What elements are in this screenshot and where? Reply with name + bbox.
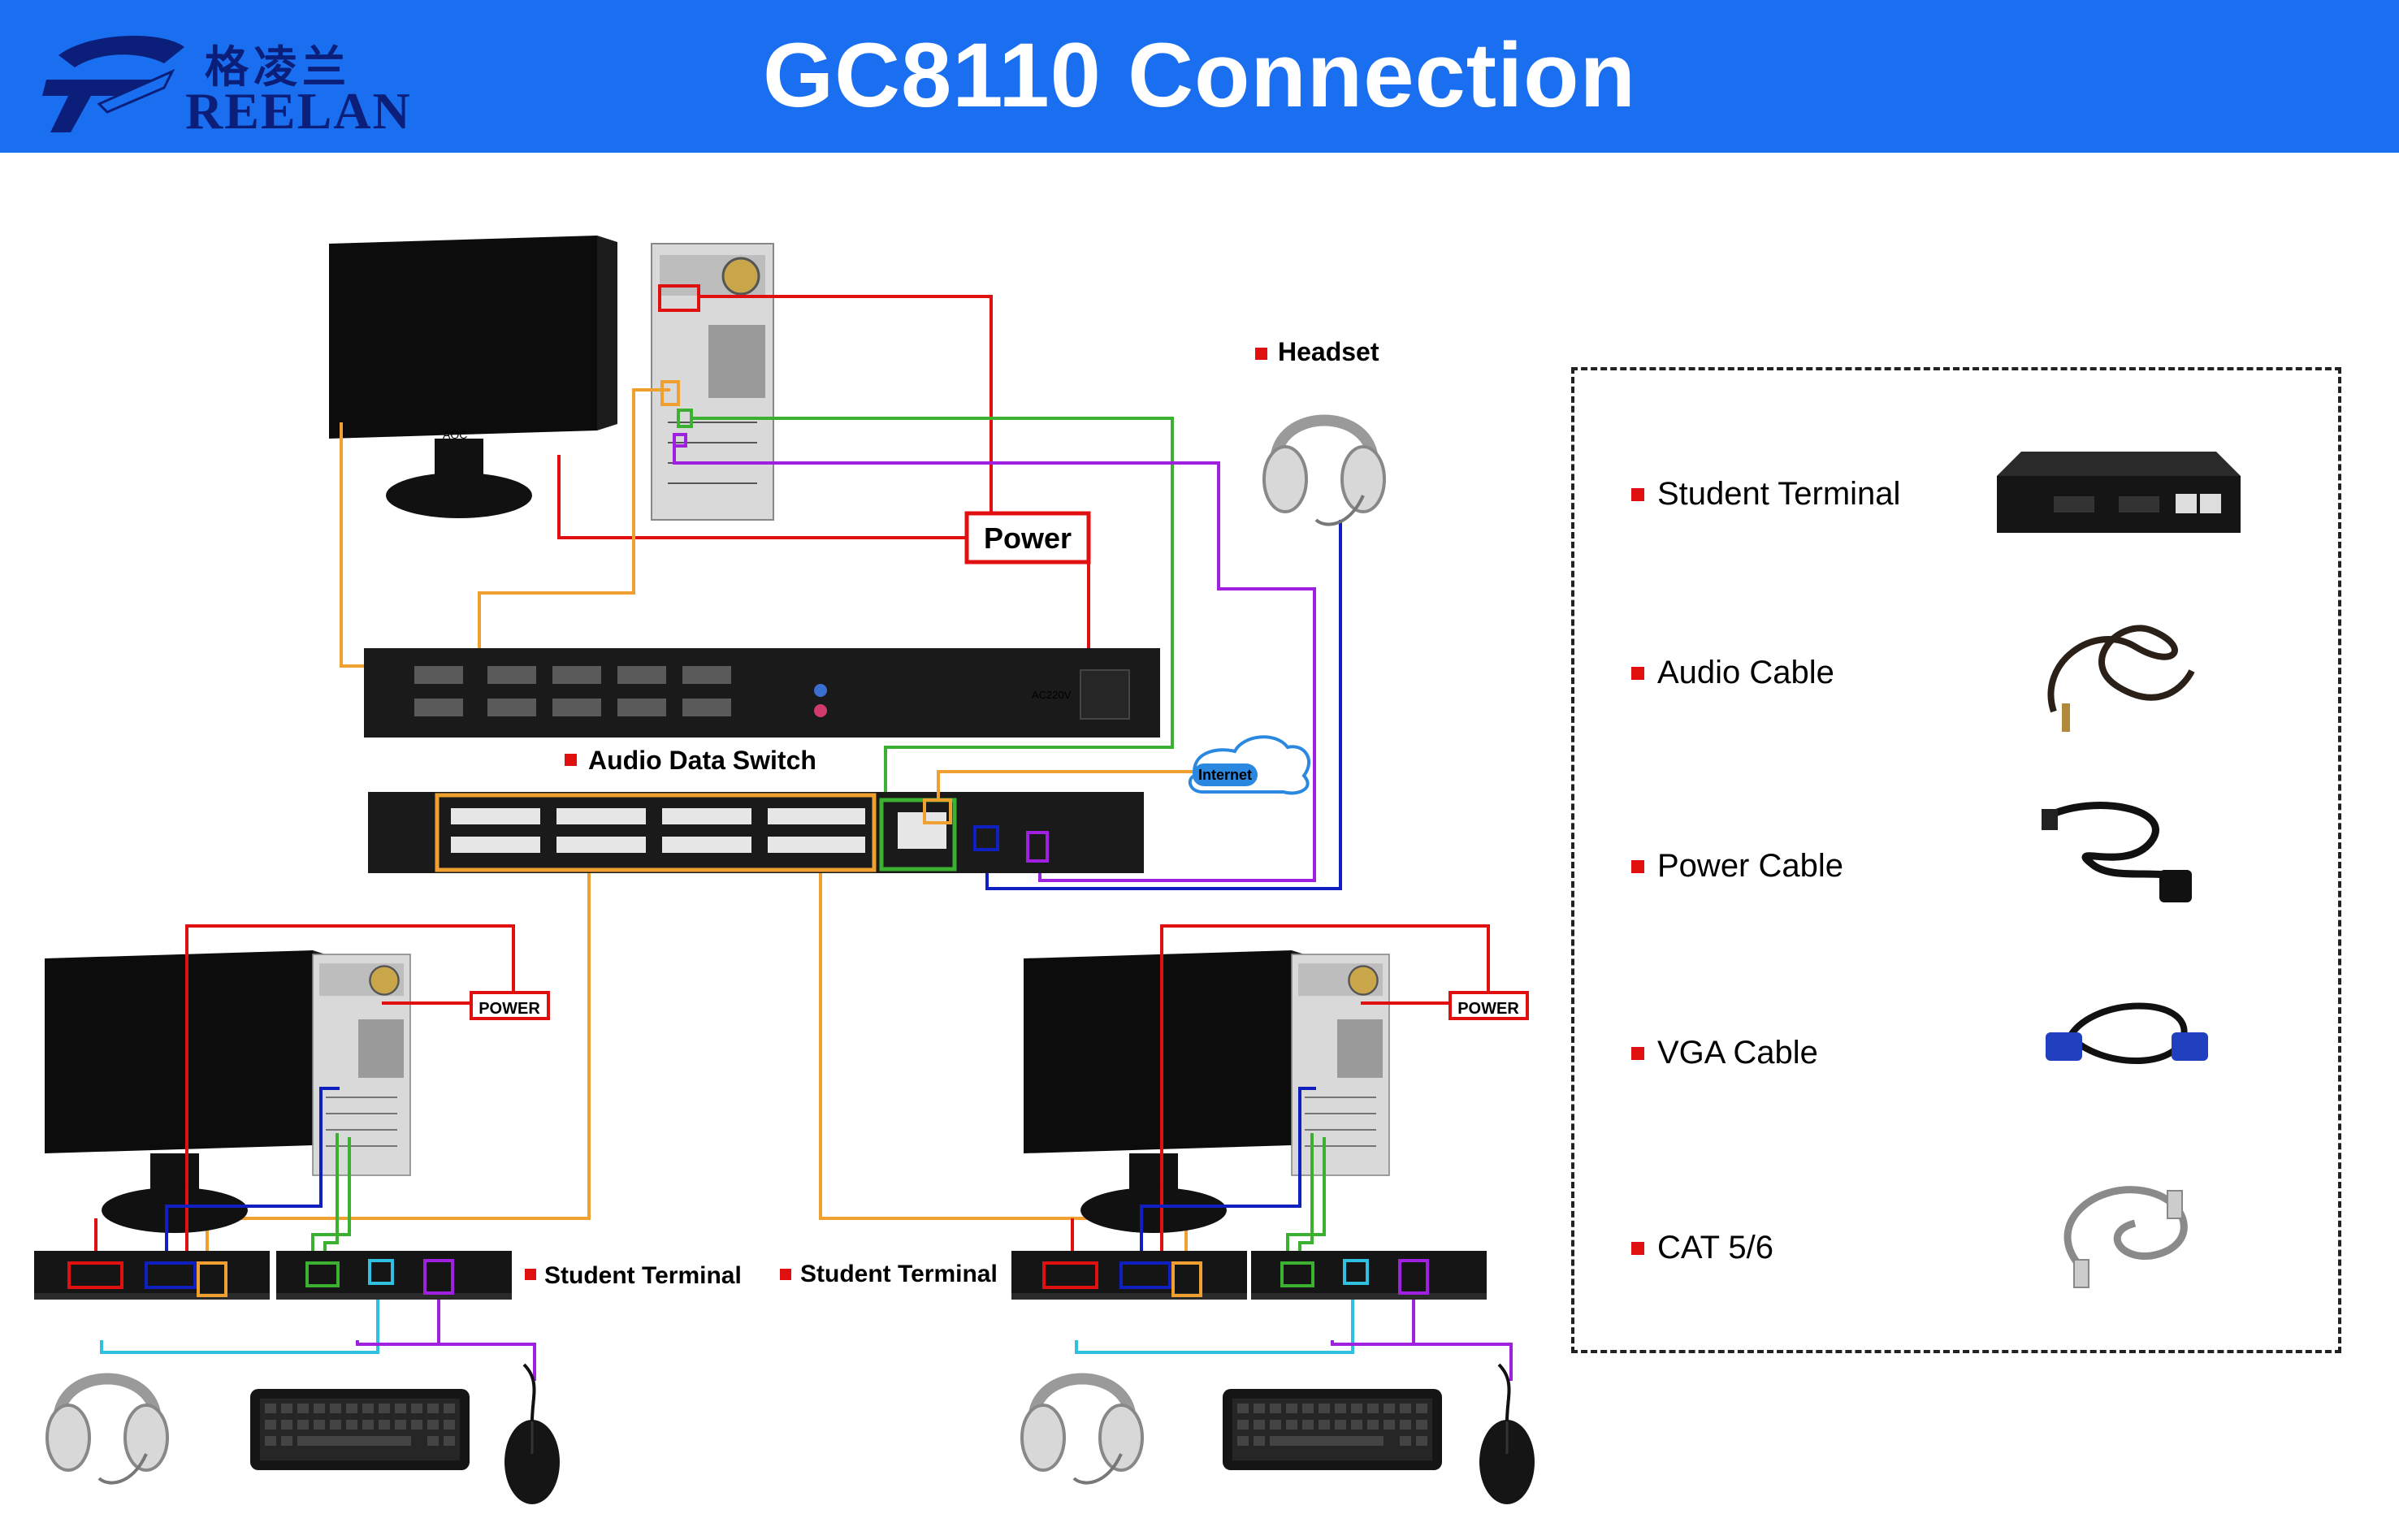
teacher-audio-port [677,409,693,428]
teacher-monitor [329,236,617,518]
legend-box: Student Terminal Audio Cable Power Cable… [1571,367,2341,1353]
right-student-terminal-label: Student Terminal [800,1261,998,1287]
switch-rj45-ports [451,808,946,853]
audio-data-switch [368,792,1144,873]
left-power-box [470,991,550,1020]
teacher-vga-port [660,380,680,406]
page-title: GC8110 Connection [762,24,1637,126]
teacher-mic-port [673,433,687,448]
audio-device-rack [364,648,1160,738]
legend-item-cat-cable: CAT 5/6 [1631,1230,1773,1266]
left-keyboard-icon [250,1389,470,1470]
header-bar: 格凌兰 REELAN GC8110 Connection [0,0,2399,153]
student-terminal-icon [1997,452,2241,533]
left-student-monitor [45,950,333,1233]
switch-uplink-port [879,798,957,872]
headset-bullet [1255,348,1267,360]
teacher-power-port [658,284,700,312]
teacher-cables [340,295,1342,890]
audio-switch-label: Audio Data Switch [588,746,816,775]
headset-top-icon [1264,421,1384,525]
switch-mic-port [1026,831,1049,863]
teacher-monitor-brand: AOC [443,428,467,441]
internet-badge [1193,764,1258,786]
switch-to-student-cables [206,873,1188,1279]
left-power-label: POWER [479,1000,540,1018]
right-keyboard-icon [1223,1389,1442,1470]
internet-label: Internet [1198,767,1252,783]
audio-device-ac-socket [1080,669,1130,720]
power-main-box [964,511,1091,565]
audio-device-ac-label: AC220V [1032,689,1072,701]
reelan-logo-icon [42,36,184,132]
internet-cable [937,770,1193,800]
legend-item-vga-cable: VGA Cable [1631,1035,1818,1071]
logo-english-text: REELAN [185,82,412,140]
left-headset-icon [47,1379,167,1483]
reelan-logo: 格凌兰 REELAN [42,23,410,140]
logo-chinese-text: 格凌兰 [205,41,351,93]
left-mouse-icon [503,1363,561,1506]
right-mouse-icon [1478,1363,1536,1506]
legend-item-audio-cable: Audio Cable [1631,655,1834,691]
left-student-terminal-label: Student Terminal [544,1262,742,1289]
legend-item-power-cable: Power Cable [1631,848,1843,885]
power-cable-icon [2042,802,2192,902]
switch-headset-port [973,825,999,851]
right-student-tower [1290,953,1391,1177]
right-headset-icon [1022,1379,1142,1483]
audio-device-ports [414,666,731,716]
switch-bullet [565,754,577,766]
legend-item-student-terminal: Student Terminal [1631,476,1900,513]
vga-cable-icon [2046,1002,2208,1064]
right-student-cables [1071,924,1513,1381]
headset-label: Headset [1278,337,1379,366]
cat-cable-icon [2063,1186,2188,1288]
right-student-monitor [1024,950,1312,1233]
power-main-label: Power [984,521,1072,555]
right-power-box [1448,991,1529,1020]
left-student-tower [311,953,412,1177]
right-terminal-a [1011,1251,1247,1300]
switch-port-group [435,793,877,872]
right-power-label: POWER [1457,1000,1519,1018]
left-student-cables [94,924,536,1381]
audio-cable-icon [2047,625,2195,732]
